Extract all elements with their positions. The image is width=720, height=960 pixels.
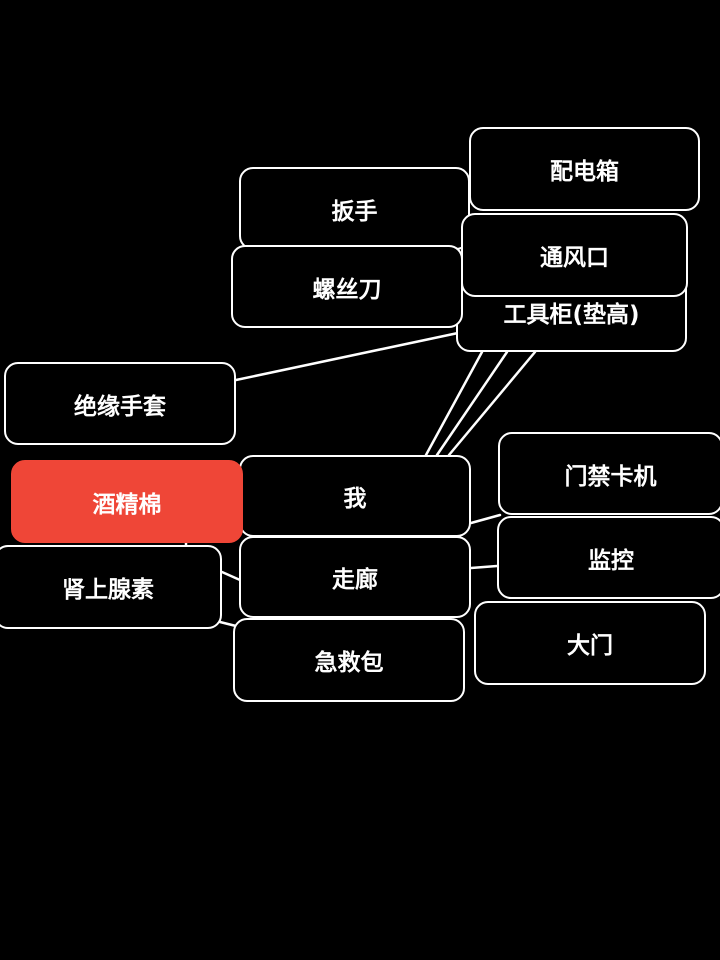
node-damen[interactable]: 大门 <box>474 601 706 685</box>
link-gongjugui-wo-2 <box>435 350 509 457</box>
node-label: 螺丝刀 <box>312 276 382 303</box>
node-label: 急救包 <box>314 650 384 676</box>
node-tongfengkou[interactable]: 通风口 <box>461 213 688 297</box>
node-label: 大门 <box>567 633 613 659</box>
node-jiankong[interactable]: 监控 <box>497 516 720 599</box>
link-gongjugui-jueyuan <box>234 331 460 382</box>
node-zoulang[interactable]: 走廊 <box>239 536 471 618</box>
node-label: 监控 <box>588 547 634 574</box>
node-label: 我 <box>343 486 367 512</box>
node-jueyuan-shoutao[interactable]: 绝缘手套 <box>4 362 236 445</box>
node-peidianxiang[interactable]: 配电箱 <box>469 127 700 211</box>
node-label: 门禁卡机 <box>564 463 657 490</box>
link-gongjugui-wo-3 <box>447 350 537 457</box>
link-zoulang-jiankong <box>469 564 499 570</box>
link-wo-menjin <box>469 513 502 525</box>
node-label: 工具柜(垫高) <box>503 302 640 328</box>
link-gongjugui-wo-1 <box>424 350 484 457</box>
node-label: 扳手 <box>331 198 378 225</box>
node-wo[interactable]: 我 <box>239 455 471 537</box>
node-shenshangxiansu[interactable]: 肾上腺素 <box>0 545 222 629</box>
link-shenshang-zoulang <box>220 570 242 582</box>
node-label: 走廊 <box>332 567 378 593</box>
node-menjin-kaji[interactable]: 门禁卡机 <box>498 432 720 515</box>
node-label: 肾上腺素 <box>62 577 154 603</box>
node-banshou[interactable]: 扳手 <box>239 167 470 250</box>
node-jiujing-mian[interactable]: 酒精棉 <box>11 460 243 543</box>
node-label: 绝缘手套 <box>74 393 166 420</box>
node-luosidao[interactable]: 螺丝刀 <box>231 245 463 328</box>
node-label: 通风口 <box>540 245 609 271</box>
node-jijiubao[interactable]: 急救包 <box>233 618 465 702</box>
node-label: 配电箱 <box>550 159 619 185</box>
node-label: 酒精棉 <box>92 491 162 518</box>
